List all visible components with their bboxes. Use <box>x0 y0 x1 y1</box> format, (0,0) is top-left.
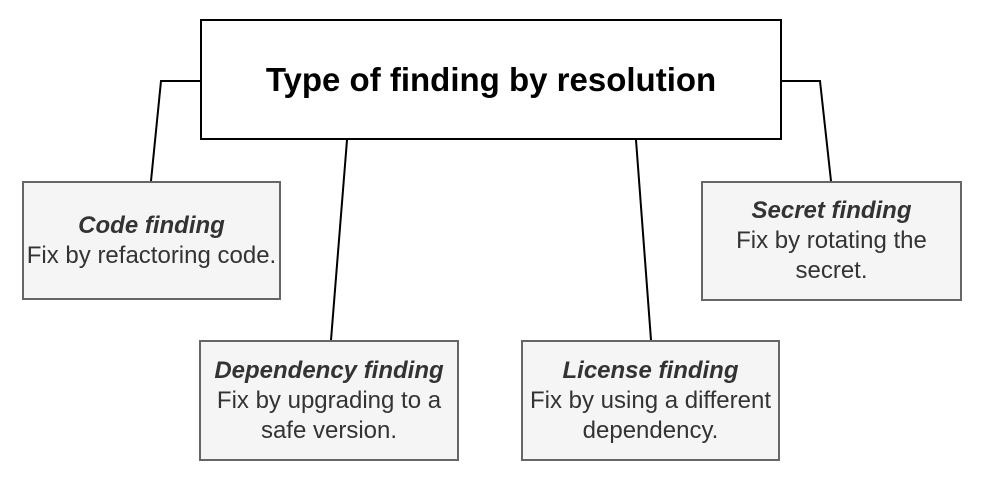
node-label: License finding Fix by using a different… <box>523 356 778 446</box>
diagram-title: Type of finding by resolution <box>265 60 717 98</box>
node-license-finding: License finding Fix by using a different… <box>521 340 780 461</box>
node-description: Fix by using a different dependency. <box>529 386 772 444</box>
node-label: Secret finding Fix by rotating the secre… <box>703 196 960 286</box>
node-description: Fix by rotating the secret. <box>736 227 927 284</box>
connector-root-to-dependency <box>329 138 349 342</box>
connector-root-to-license <box>634 138 653 342</box>
connector-root-to-secret <box>781 80 833 183</box>
node-title: Code finding <box>78 211 225 239</box>
node-secret-finding: Secret finding Fix by rotating the secre… <box>701 181 962 301</box>
node-dependency-finding: Dependency finding Fix by upgrading to a… <box>199 340 459 461</box>
node-label: Code finding Fix by refactoring code. <box>27 211 276 271</box>
node-title: Secret finding <box>751 197 912 224</box>
root-node: Type of finding by resolution <box>200 19 782 140</box>
node-label: Dependency finding Fix by upgrading to a… <box>201 356 457 446</box>
node-description: Fix by refactoring code. <box>26 241 277 269</box>
node-title: License finding <box>562 356 739 384</box>
node-code-finding: Code finding Fix by refactoring code. <box>22 181 281 300</box>
node-title: Dependency finding <box>214 356 444 384</box>
node-description: Fix by upgrading to a safe version. <box>216 386 442 444</box>
connector-root-to-code <box>149 80 201 183</box>
